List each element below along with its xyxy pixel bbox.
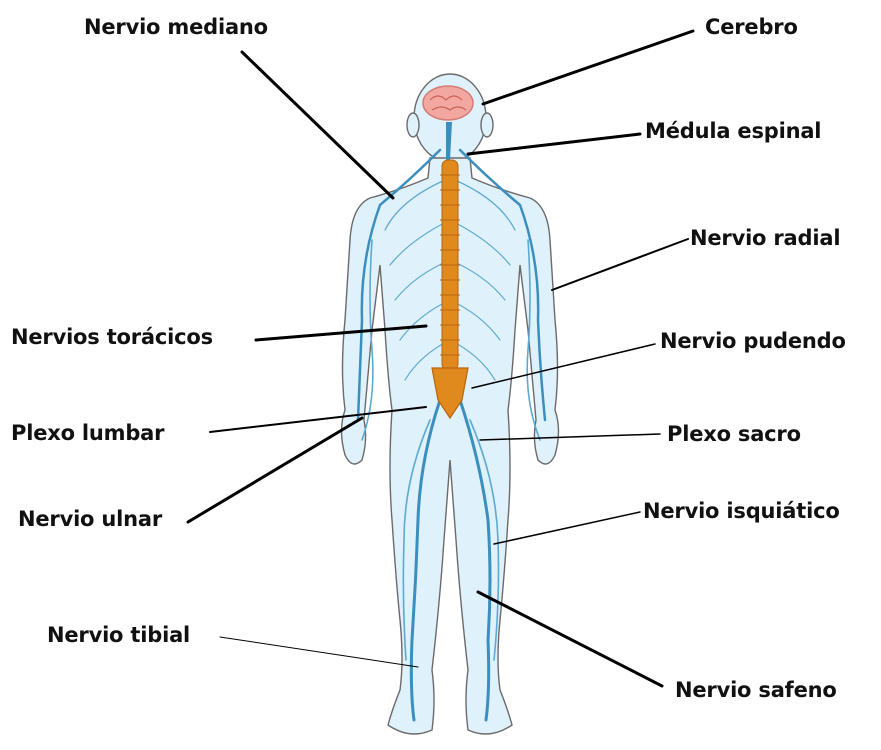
label-nervios-toracicos: Nervios torácicos <box>11 327 213 348</box>
label-nervio-tibial: Nervio tibial <box>47 625 190 646</box>
label-nervio-ulnar: Nervio ulnar <box>18 509 162 530</box>
label-nervio-radial: Nervio radial <box>690 228 840 249</box>
label-nervio-safeno: Nervio safeno <box>675 680 837 701</box>
label-cerebro: Cerebro <box>705 17 798 38</box>
label-medula-espinal: Médula espinal <box>645 121 821 142</box>
brain-shape <box>423 86 473 120</box>
label-nervio-isquiatico: Nervio isquiático <box>643 501 840 522</box>
label-nervio-mediano: Nervio mediano <box>84 17 268 38</box>
label-nervio-pudendo: Nervio pudendo <box>660 331 846 352</box>
label-plexo-sacro: Plexo sacro <box>667 424 801 445</box>
label-plexo-lumbar: Plexo lumbar <box>11 423 164 444</box>
